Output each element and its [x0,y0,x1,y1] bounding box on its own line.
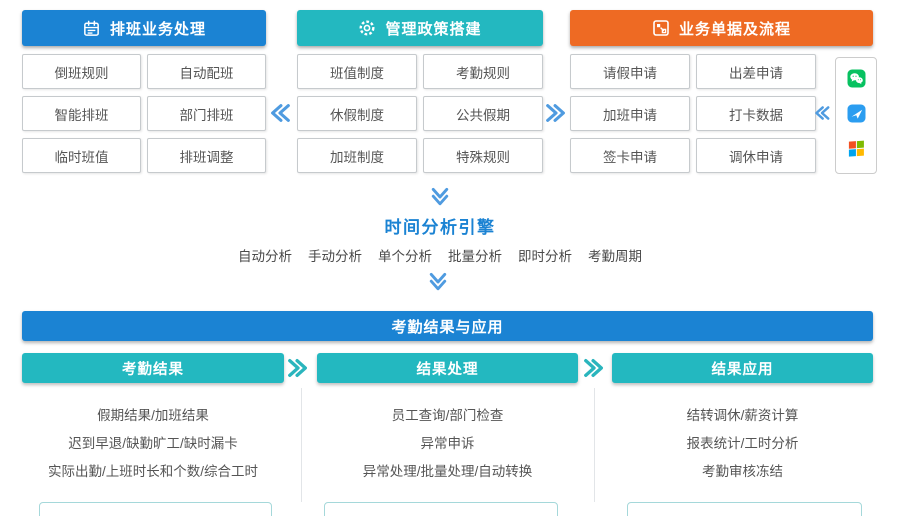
truncated-box [324,502,558,516]
result-processing-list: 员工查询/部门检查 异常申诉 异常处理/批量处理/自动转换 [317,407,578,480]
engine-mode: 手动分析 [308,249,362,264]
calendar-icon [82,19,101,38]
item-box: 考勤规则 [423,54,543,89]
double-chevron-right-icon [286,357,310,379]
item-box: 签卡申请 [570,138,690,173]
list-item: 异常申诉 [420,436,475,451]
documents-item-grid: 请假申请 出差申请 加班申请 打卡数据 签卡申请 调休申请 [570,54,816,173]
list-item: 考勤审核冻结 [702,464,783,479]
attendance-results-list: 假期结果/加班结果 迟到早退/缺勤旷工/缺时漏卡 实际出勤/上班时长和个数/综合… [22,407,284,480]
item-box: 排班调整 [147,138,266,173]
item-box: 智能排班 [22,96,141,131]
flow-doc-icon [652,19,670,37]
engine-mode: 批量分析 [448,249,502,264]
double-chevron-right-icon [544,101,568,125]
truncated-box [627,502,862,516]
section-title: 排班业务处理 [109,20,206,38]
item-box: 倒班规则 [22,54,141,89]
gear-icon [358,19,376,37]
item-box: 临时班值 [22,138,141,173]
double-chevron-left-icon [813,103,831,123]
section-header-documents: 业务单据及流程 [570,10,873,46]
item-box: 出差申请 [696,54,816,89]
list-item: 报表统计/工时分析 [686,436,799,451]
double-chevron-right-icon [582,357,606,379]
windows-icon [847,138,866,162]
item-box: 加班申请 [570,96,690,131]
policy-item-grid: 班值制度 考勤规则 休假制度 公共假期 加班制度 特殊规则 [297,54,543,173]
results-banner: 考勤结果与应用 [22,311,873,341]
item-box: 加班制度 [297,138,417,173]
list-item: 假期结果/加班结果 [97,408,209,423]
engine-mode: 即时分析 [518,249,572,264]
item-box: 自动配班 [147,54,266,89]
section-header-scheduling: 排班业务处理 [22,10,266,46]
list-item: 迟到早退/缺勤旷工/缺时漏卡 [68,436,238,451]
item-box: 部门排班 [147,96,266,131]
list-item: 异常处理/批量处理/自动转换 [362,464,533,479]
item-box: 请假申请 [570,54,690,89]
platform-icon-panel [835,57,877,174]
item-box: 特殊规则 [423,138,543,173]
column-divider [301,388,302,502]
double-chevron-down-icon [427,186,453,208]
column-divider [594,388,595,502]
subheader-result-application: 结果应用 [612,353,873,383]
list-item: 实际出勤/上班时长和个数/综合工时 [47,464,258,479]
section-title: 管理政策搭建 [385,20,482,38]
list-item: 员工查询/部门检查 [391,408,504,423]
item-box: 调休申请 [696,138,816,173]
engine-mode: 单个分析 [378,249,432,264]
scheduling-item-grid: 倒班规则 自动配班 智能排班 部门排班 临时班值 排班调整 [22,54,266,173]
result-application-list: 结转调休/薪资计算 报表统计/工时分析 考勤审核冻结 [612,407,873,480]
item-box: 公共假期 [423,96,543,131]
section-title: 业务单据及流程 [678,20,791,38]
engine-mode-list: 自动分析 手动分析 单个分析 批量分析 即时分析 考勤周期 [0,245,880,265]
double-chevron-down-icon [425,271,451,293]
engine-mode: 考勤周期 [588,249,642,264]
wechat-icon [847,69,866,93]
subheader-result-processing: 结果处理 [317,353,578,383]
item-box: 打卡数据 [696,96,816,131]
engine-title: 时间分析引擎 [384,218,496,237]
item-box: 休假制度 [297,96,417,131]
item-box: 班值制度 [297,54,417,89]
subheader-attendance-results: 考勤结果 [22,353,284,383]
paper-plane-app-icon [847,104,866,128]
section-header-policy: 管理政策搭建 [297,10,543,46]
truncated-box [39,502,272,516]
double-chevron-left-icon [268,101,292,125]
list-item: 结转调休/薪资计算 [686,408,799,423]
engine-mode: 自动分析 [238,249,292,264]
